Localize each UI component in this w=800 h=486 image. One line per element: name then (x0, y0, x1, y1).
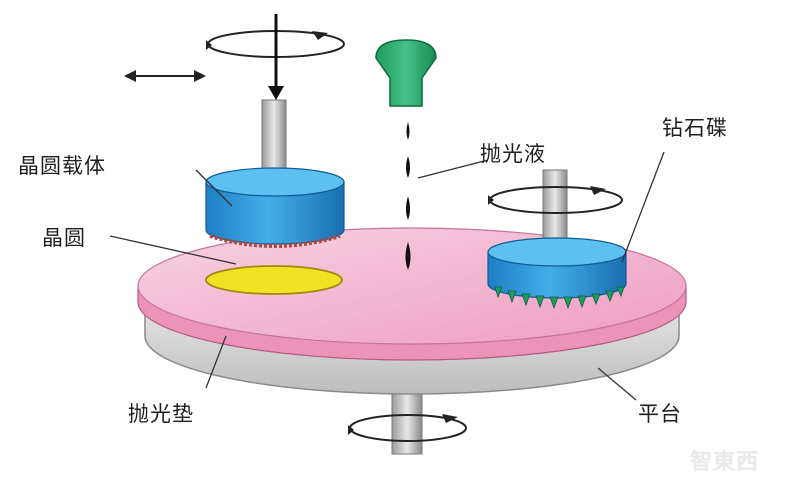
watermark: 智東西 (690, 450, 760, 475)
label-wafer-carrier: 晶圆载体 (18, 154, 106, 178)
oscillation-arrow (124, 70, 206, 82)
disk-rotation-arrow (488, 186, 623, 214)
label-polishing-pad: 抛光垫 (128, 402, 194, 426)
label-slurry: 抛光液 (480, 142, 546, 166)
slurry-nozzle (375, 39, 437, 107)
label-wafer: 晶圆 (42, 226, 86, 250)
diamond-disk (487, 169, 627, 310)
slurry-drops (405, 122, 411, 270)
platen-rotation-arrow (348, 414, 467, 442)
wafer-carrier (205, 99, 345, 248)
label-platen: 平台 (638, 402, 682, 426)
wafer (205, 265, 343, 295)
leader-lines (109, 151, 665, 401)
down-force-arrow (268, 14, 284, 100)
label-diamond-disk: 钻石碟 (662, 116, 728, 140)
